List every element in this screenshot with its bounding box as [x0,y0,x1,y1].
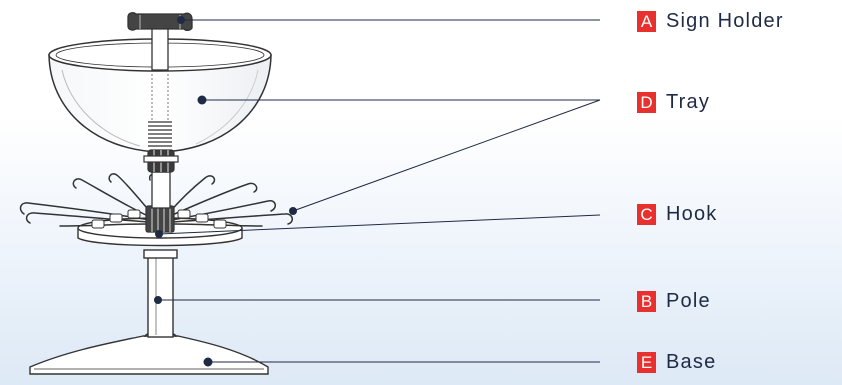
marker-dot-tray-hook [289,207,297,215]
marker-dots [154,16,297,367]
marker-dot-tray [197,95,207,105]
label-tray: D Tray [637,89,710,115]
label-text: Pole [666,289,711,312]
leader-line-tray-hook [292,99,601,212]
leader-lines [158,19,601,363]
label-text: Sign Holder [666,9,784,32]
marker-dot-pole [154,296,162,304]
label-pole: B Pole [637,288,711,314]
tray-fitting [143,149,179,173]
badge-letter: A [637,10,656,32]
label-text: Hook [666,202,718,225]
marker-dot-sign-holder [177,16,185,24]
label-text: Base [666,350,717,373]
sign-holder-part [127,12,193,71]
upper-pole [151,171,171,209]
pole-part [143,249,178,338]
badge-letter: D [637,91,656,113]
badge-letter: B [637,290,656,312]
hub-nut [145,205,175,233]
badge-letter: E [637,351,656,373]
threaded-shaft [148,70,172,147]
label-sign-holder: A Sign Holder [637,8,784,34]
label-hook: C Hook [637,201,718,227]
marker-dot-hook [155,230,163,238]
hook-sockets [91,209,227,229]
label-text: Tray [666,90,711,113]
marker-dot-base [203,357,213,367]
base-part [29,331,269,375]
leader-line-hook [158,214,601,235]
badge-letter: C [637,203,656,225]
label-base: E Base [637,349,716,375]
